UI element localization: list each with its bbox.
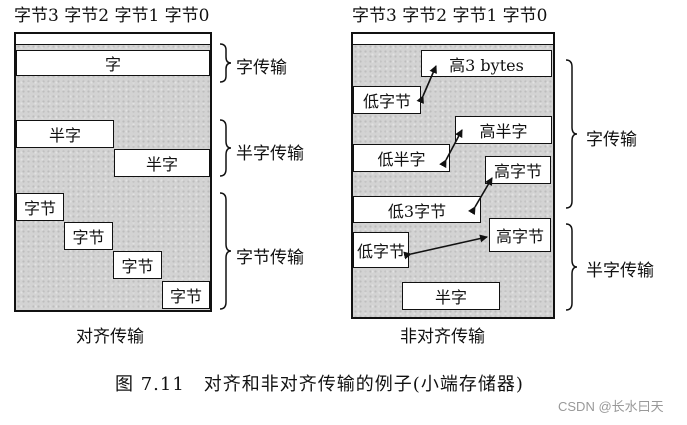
left-byte-box-1: 字节 <box>64 222 113 250</box>
right-lowhalf-box: 低半字 <box>353 144 450 172</box>
left-brace-label-byte: 字节传输 <box>236 248 304 268</box>
left-word-box: 字 <box>16 50 210 76</box>
left-brace-label-halfword: 半字传输 <box>236 144 304 164</box>
right-panel-topbar <box>353 34 553 45</box>
arrow-low-to-high3 <box>416 65 437 105</box>
right-lowbyte-box-1: 低字节 <box>353 86 421 114</box>
left-brace-label-word: 字传输 <box>236 58 287 78</box>
csdn-watermark: CSDN @长水曰天 <box>558 399 664 414</box>
right-brace-label-halfword: 半字传输 <box>586 261 654 281</box>
left-byte-box-3: 字节 <box>162 281 210 309</box>
left-word-brace <box>219 43 232 83</box>
right-diagram-caption: 非对齐传输 <box>400 327 485 347</box>
right-brace-label-word: 字传输 <box>586 130 637 150</box>
left-halfword-box-upper: 半字 <box>16 120 114 148</box>
figure-caption: 图 7.11 对齐和非对齐传输的例子(小端存储器) <box>115 374 524 395</box>
left-halfword-brace <box>219 119 232 177</box>
right-halfword-box: 半字 <box>402 282 500 310</box>
right-lowbyte-box-2: 低字节 <box>353 232 409 268</box>
right-word-brace <box>565 59 578 209</box>
right-low3bytes-box: 低3字节 <box>353 196 481 223</box>
left-byte-box-2: 字节 <box>113 251 162 279</box>
right-highbyte-box-1: 高字节 <box>485 156 551 184</box>
left-diagram-caption: 对齐传输 <box>76 327 144 347</box>
left-byte-brace <box>219 192 232 310</box>
arrow-lowhalf-to-highhalf <box>439 129 463 169</box>
left-byte-box-0: 字节 <box>16 193 64 221</box>
left-byte-header: 字节3 字节2 字节1 字节0 <box>14 6 210 26</box>
right-byte-header: 字节3 字节2 字节1 字节0 <box>352 6 548 26</box>
left-halfword-box-lower: 半字 <box>114 149 210 177</box>
arrow-low3-to-highbyte <box>468 177 493 216</box>
left-panel-topbar <box>16 34 210 45</box>
right-highbyte-box-2: 高字节 <box>489 218 551 252</box>
right-halfword-brace <box>565 223 578 311</box>
right-high3bytes-box: 高3 bytes <box>421 50 552 77</box>
arrow-lowbyte-to-highbyte <box>403 234 488 260</box>
